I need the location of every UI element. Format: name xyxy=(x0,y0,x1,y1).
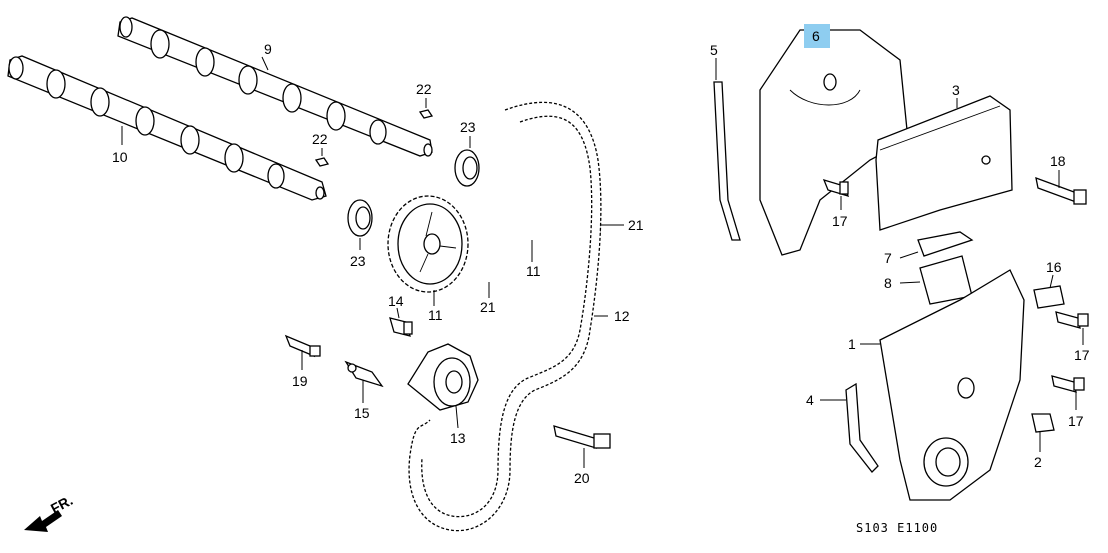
callouts: 9 10 22 22 23 23 21 21 11 11 12 14 19 15… xyxy=(112,28,1090,486)
highlight-box xyxy=(804,24,830,48)
callout-5[interactable]: 5 xyxy=(710,42,718,58)
callout-17-b[interactable]: 17 xyxy=(1074,347,1090,363)
callout-15[interactable]: 15 xyxy=(354,405,370,421)
callout-11-left[interactable]: 11 xyxy=(428,307,443,323)
callout-7[interactable]: 7 xyxy=(884,250,892,266)
bracket-bolt[interactable] xyxy=(1055,311,1089,329)
camshaft-lower[interactable] xyxy=(7,55,327,201)
tensioner-spring[interactable] xyxy=(344,360,384,388)
timing-belt[interactable] xyxy=(408,101,602,532)
callout-21-upper[interactable]: 21 xyxy=(628,217,644,233)
oil-seal-upper[interactable] xyxy=(454,149,480,187)
cover-bolt-long[interactable] xyxy=(1035,176,1087,205)
callout-22-upper[interactable]: 22 xyxy=(416,81,432,97)
callout-2[interactable]: 2 xyxy=(1034,454,1042,470)
callout-6[interactable]: 6 xyxy=(812,28,820,44)
callout-3[interactable]: 3 xyxy=(952,82,960,98)
callout-14[interactable]: 14 xyxy=(388,293,404,309)
callout-17-a[interactable]: 17 xyxy=(832,213,848,229)
lower-seal[interactable] xyxy=(845,382,879,473)
lower-cover[interactable] xyxy=(879,269,1025,501)
camshaft-upper[interactable] xyxy=(117,16,433,157)
callout-22-lower[interactable]: 22 xyxy=(312,131,328,147)
woodruff-key-upper[interactable] xyxy=(418,109,434,119)
tensioner-bolt[interactable] xyxy=(284,334,321,358)
callout-19[interactable]: 19 xyxy=(292,373,308,389)
cover-bolt-a[interactable] xyxy=(822,178,850,198)
lower-cover-bolt[interactable] xyxy=(1051,375,1085,393)
callout-20[interactable]: 20 xyxy=(574,470,590,486)
callout-9[interactable]: 9 xyxy=(264,41,272,57)
callout-23-lower[interactable]: 23 xyxy=(350,253,366,269)
callout-13[interactable]: 13 xyxy=(450,430,466,446)
tensioner-pivot-bolt[interactable] xyxy=(553,425,611,449)
callout-4[interactable]: 4 xyxy=(806,392,814,408)
callout-16[interactable]: 16 xyxy=(1046,259,1062,275)
cover-gasket-upper[interactable] xyxy=(917,231,974,257)
bracket[interactable] xyxy=(1033,285,1065,309)
callout-18[interactable]: 18 xyxy=(1050,153,1066,169)
callout-23-upper[interactable]: 23 xyxy=(460,119,476,135)
callout-11-right[interactable]: 11 xyxy=(526,263,541,279)
front-arrow-icon xyxy=(24,510,62,532)
callout-10[interactable]: 10 xyxy=(112,149,128,165)
callout-12[interactable]: 12 xyxy=(614,308,630,324)
oil-seal-lower[interactable] xyxy=(347,199,373,237)
cover-seal[interactable] xyxy=(713,81,741,241)
camshaft-pulley-left[interactable] xyxy=(387,195,469,293)
callout-21-lower[interactable]: 21 xyxy=(480,299,496,315)
diagram-code: S103 E1100 xyxy=(856,521,938,535)
timing-belt-tensioner[interactable] xyxy=(407,343,479,411)
grommet[interactable] xyxy=(1031,413,1055,433)
upper-cover-rear[interactable] xyxy=(759,29,909,256)
upper-cover-front[interactable] xyxy=(875,95,1013,231)
adjusting-bolt[interactable] xyxy=(389,317,413,337)
leader-lines xyxy=(121,56,1084,468)
callout-17-c[interactable]: 17 xyxy=(1068,413,1084,429)
woodruff-key-lower[interactable] xyxy=(314,157,330,167)
callout-8[interactable]: 8 xyxy=(884,275,892,291)
front-label: FR. xyxy=(48,492,75,517)
front-direction-indicator: FR. xyxy=(24,492,75,532)
callout-1[interactable]: 1 xyxy=(848,336,856,352)
